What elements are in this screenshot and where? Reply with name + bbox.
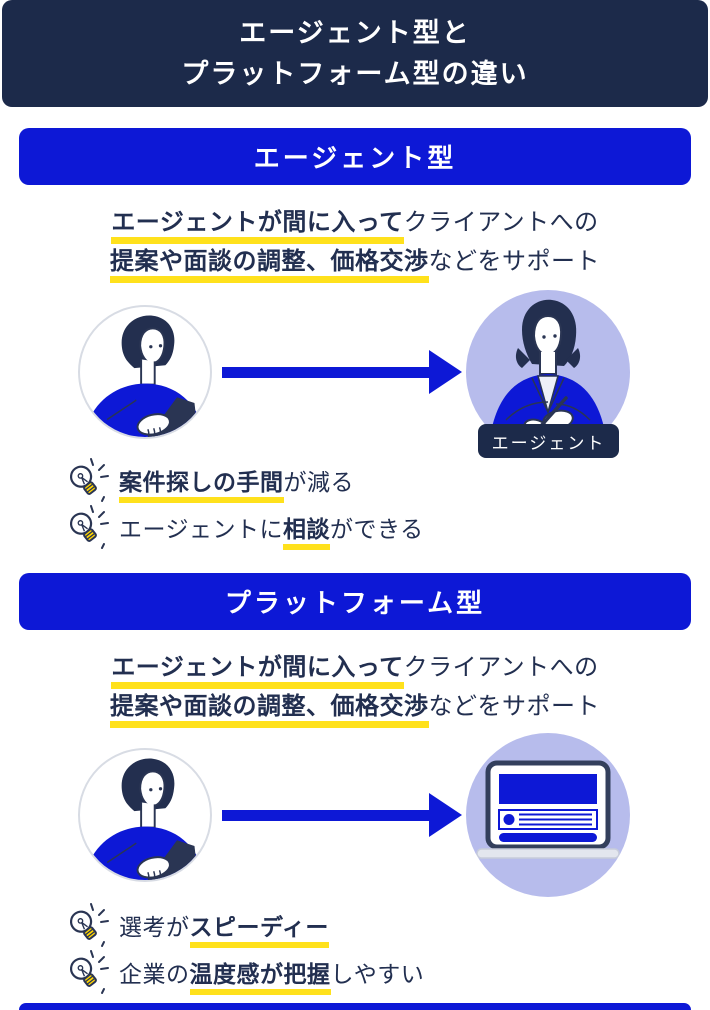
section-banner-platform: プラットフォーム型 [19, 573, 691, 630]
highlighted-text: 提案や面談の調整、価格交渉 [110, 693, 429, 728]
plain-text: が減る [283, 469, 354, 495]
bullet-text: 選考がスピーディー [119, 908, 329, 948]
plain-text: しやすい [330, 961, 425, 987]
arrow-head [429, 350, 462, 394]
plain-text: 企業の [119, 961, 190, 987]
highlighted-text: スピーディー [189, 914, 329, 948]
list-item: エージェントに相談ができる [68, 504, 424, 550]
highlighted-text: 温度感が把握 [189, 961, 331, 995]
section-banner-agent-label: エージェント型 [253, 143, 457, 173]
arrow-right-icon [222, 793, 462, 837]
highlighted-text: 提案や面談の調整、価格交渉 [110, 248, 429, 283]
laptop-website-illustration [466, 733, 630, 897]
plain-text: エージェントに [119, 516, 284, 542]
agent-badge-label: エージェント [491, 433, 606, 453]
agent-badge: エージェント [478, 424, 619, 458]
section-banner-platform-label: プラットフォーム型 [224, 588, 486, 618]
description-line-2: 提案や面談の調整、価格交渉などをサポート [0, 242, 710, 283]
plain-text: 選考が [119, 914, 190, 940]
plain-text: などをサポート [428, 248, 600, 275]
section-agent-description: エージェントが間に入ってクライアントへの 提案や面談の調整、価格交渉などをサポー… [0, 203, 710, 283]
freelancer-illustration-svg [83, 315, 207, 437]
next-section-banner-edge [19, 1003, 691, 1010]
lightbulb-icon [69, 903, 109, 947]
list-item: 選考がスピーディー [68, 902, 329, 948]
laptop-illustration-svg [476, 760, 620, 859]
description-line-2: 提案や面談の調整、価格交渉などをサポート [0, 687, 710, 728]
arrow-shaft [222, 809, 429, 821]
highlighted-text: 案件探しの手間 [119, 469, 284, 503]
lightbulb-icon [69, 458, 109, 502]
bullet-text: 企業の温度感が把握しやすい [119, 955, 425, 995]
lightbulb-icon [69, 950, 109, 994]
plain-text: ができる [330, 516, 424, 542]
highlighted-text: エージェントが間に入って [111, 654, 404, 689]
highlighted-text: エージェントが間に入って [111, 209, 404, 244]
section-banner-agent: エージェント型 [19, 128, 691, 185]
arrow-right-icon [222, 350, 462, 394]
description-line-1: エージェントが間に入ってクライアントへの [0, 203, 710, 244]
list-item: 案件探しの手間が減る [68, 457, 354, 503]
freelancer-at-laptop-illustration [78, 748, 212, 882]
bullet-text: 案件探しの手間が減る [119, 463, 354, 503]
highlighted-text: 相談 [283, 516, 331, 550]
arrow-head [429, 793, 462, 837]
arrow-shaft [222, 366, 429, 378]
page-title: エージェント型と プラットフォーム型の違い [2, 0, 708, 107]
list-item: 企業の温度感が把握しやすい [68, 949, 424, 995]
lightbulb-icon [69, 505, 109, 549]
bullet-text: エージェントに相談ができる [119, 510, 424, 550]
freelancer-at-laptop-illustration [78, 305, 212, 439]
freelancer-illustration-svg [83, 758, 207, 880]
page-title-line1: エージェント型と [239, 17, 471, 48]
plain-text: クライアントへの [403, 654, 599, 681]
section-platform-description: エージェントが間に入ってクライアントへの 提案や面談の調整、価格交渉などをサポー… [0, 648, 710, 728]
description-line-1: エージェントが間に入ってクライアントへの [0, 648, 710, 689]
plain-text: クライアントへの [403, 209, 599, 236]
page-title-line2: プラットフォーム型の違い [181, 58, 529, 89]
plain-text: などをサポート [428, 693, 600, 720]
